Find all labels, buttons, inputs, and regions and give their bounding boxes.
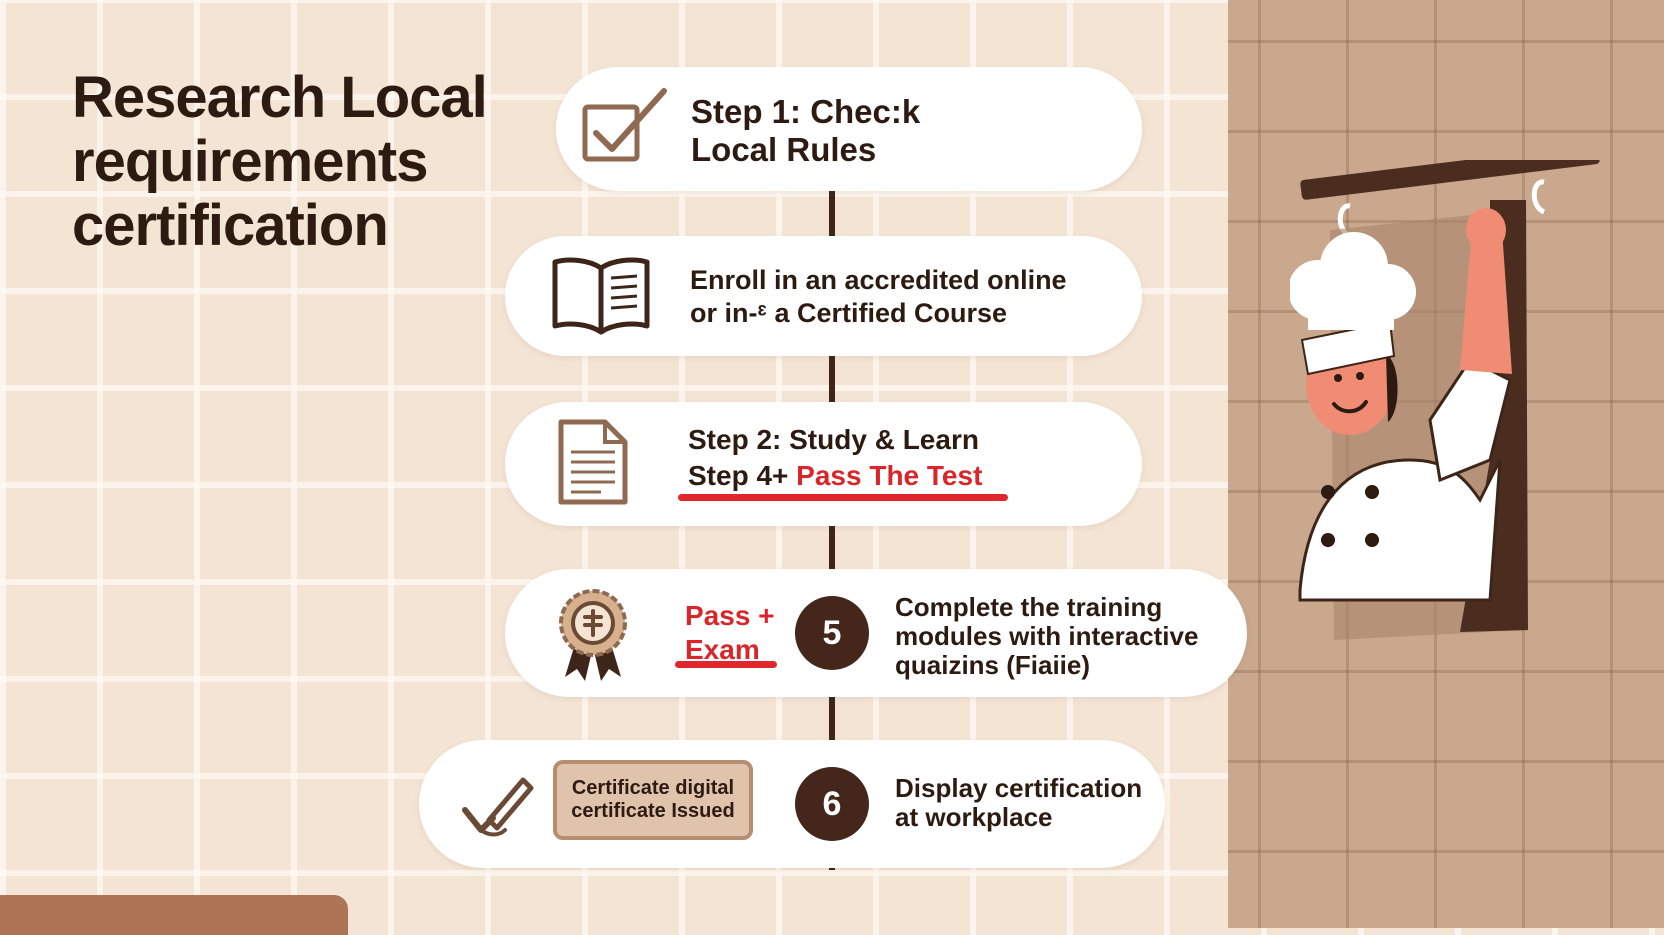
step-2-text: Enroll in an accredited online or in-ᵋ a… (690, 264, 1130, 330)
timeline-line (829, 190, 835, 870)
step-3-line-2-dark: Step 4+ (688, 460, 797, 491)
step-number-5: 5 (795, 596, 869, 670)
step-3-line-2-red: Pass The Test (796, 460, 983, 491)
chef-illustration (1290, 160, 1600, 640)
certificate-line-1: Certificate digital (571, 777, 735, 799)
step-6-text: Display certification at workplace (895, 774, 1155, 832)
step-5-line-3: quaizins (Fiaiie) (895, 650, 1091, 680)
step-6-line-2: at workplace (895, 802, 1053, 832)
step-card-1: Step 1: Chec:k Local Rules (556, 67, 1142, 191)
step-3-line-2: Step 4+ Pass The Test (688, 458, 1108, 494)
checkbox-check-icon (582, 88, 667, 162)
step-5-text: Complete the training modules with inter… (895, 593, 1235, 680)
step-5-line-1: Complete the training (895, 592, 1163, 622)
step-card-3: Step 2: Study & Learn Step 4+ Pass The T… (505, 402, 1142, 526)
hanging-rail (1300, 160, 1600, 200)
pass-exam-badge: Pass + Exam (685, 599, 795, 667)
page-title: Research Local requirements certificatio… (72, 65, 488, 258)
step-1-line-2: Local Rules (691, 131, 877, 168)
certificate-card: Certificate digital certificate Issued (553, 760, 753, 840)
award-ribbon-icon (559, 589, 627, 681)
step-card-5: Certificate digital certificate Issued 6… (419, 740, 1165, 868)
step-2-line-2: or in-ᵋ a Certified Course (690, 298, 1008, 328)
pass-exam-line-2: Exam (685, 634, 760, 665)
pass-exam-line-1: Pass + (685, 600, 775, 631)
step-1-line-1: Step 1: Chec:k (691, 93, 921, 130)
red-underline (675, 661, 777, 668)
step-card-4: Pass + Exam 5 Complete the training modu… (505, 569, 1247, 697)
red-underline (678, 494, 1008, 501)
pen-check-icon (462, 777, 534, 837)
step-5-line-2: modules with interactive (895, 621, 1199, 651)
step-3-line-1: Step 2: Study & Learn (688, 424, 979, 455)
step-1-text: Step 1: Chec:k Local Rules (691, 93, 1091, 169)
certificate-line-2: certificate Issued (571, 800, 735, 822)
floor-strip (0, 895, 348, 935)
open-book-icon (552, 257, 650, 335)
document-icon (558, 419, 628, 505)
step-6-line-1: Display certification (895, 773, 1143, 803)
step-number-6: 6 (795, 767, 869, 841)
step-2-line-1: Enroll in an accredited online (690, 265, 1067, 295)
step-card-2: Enroll in an accredited online or in-ᵋ a… (505, 236, 1142, 356)
